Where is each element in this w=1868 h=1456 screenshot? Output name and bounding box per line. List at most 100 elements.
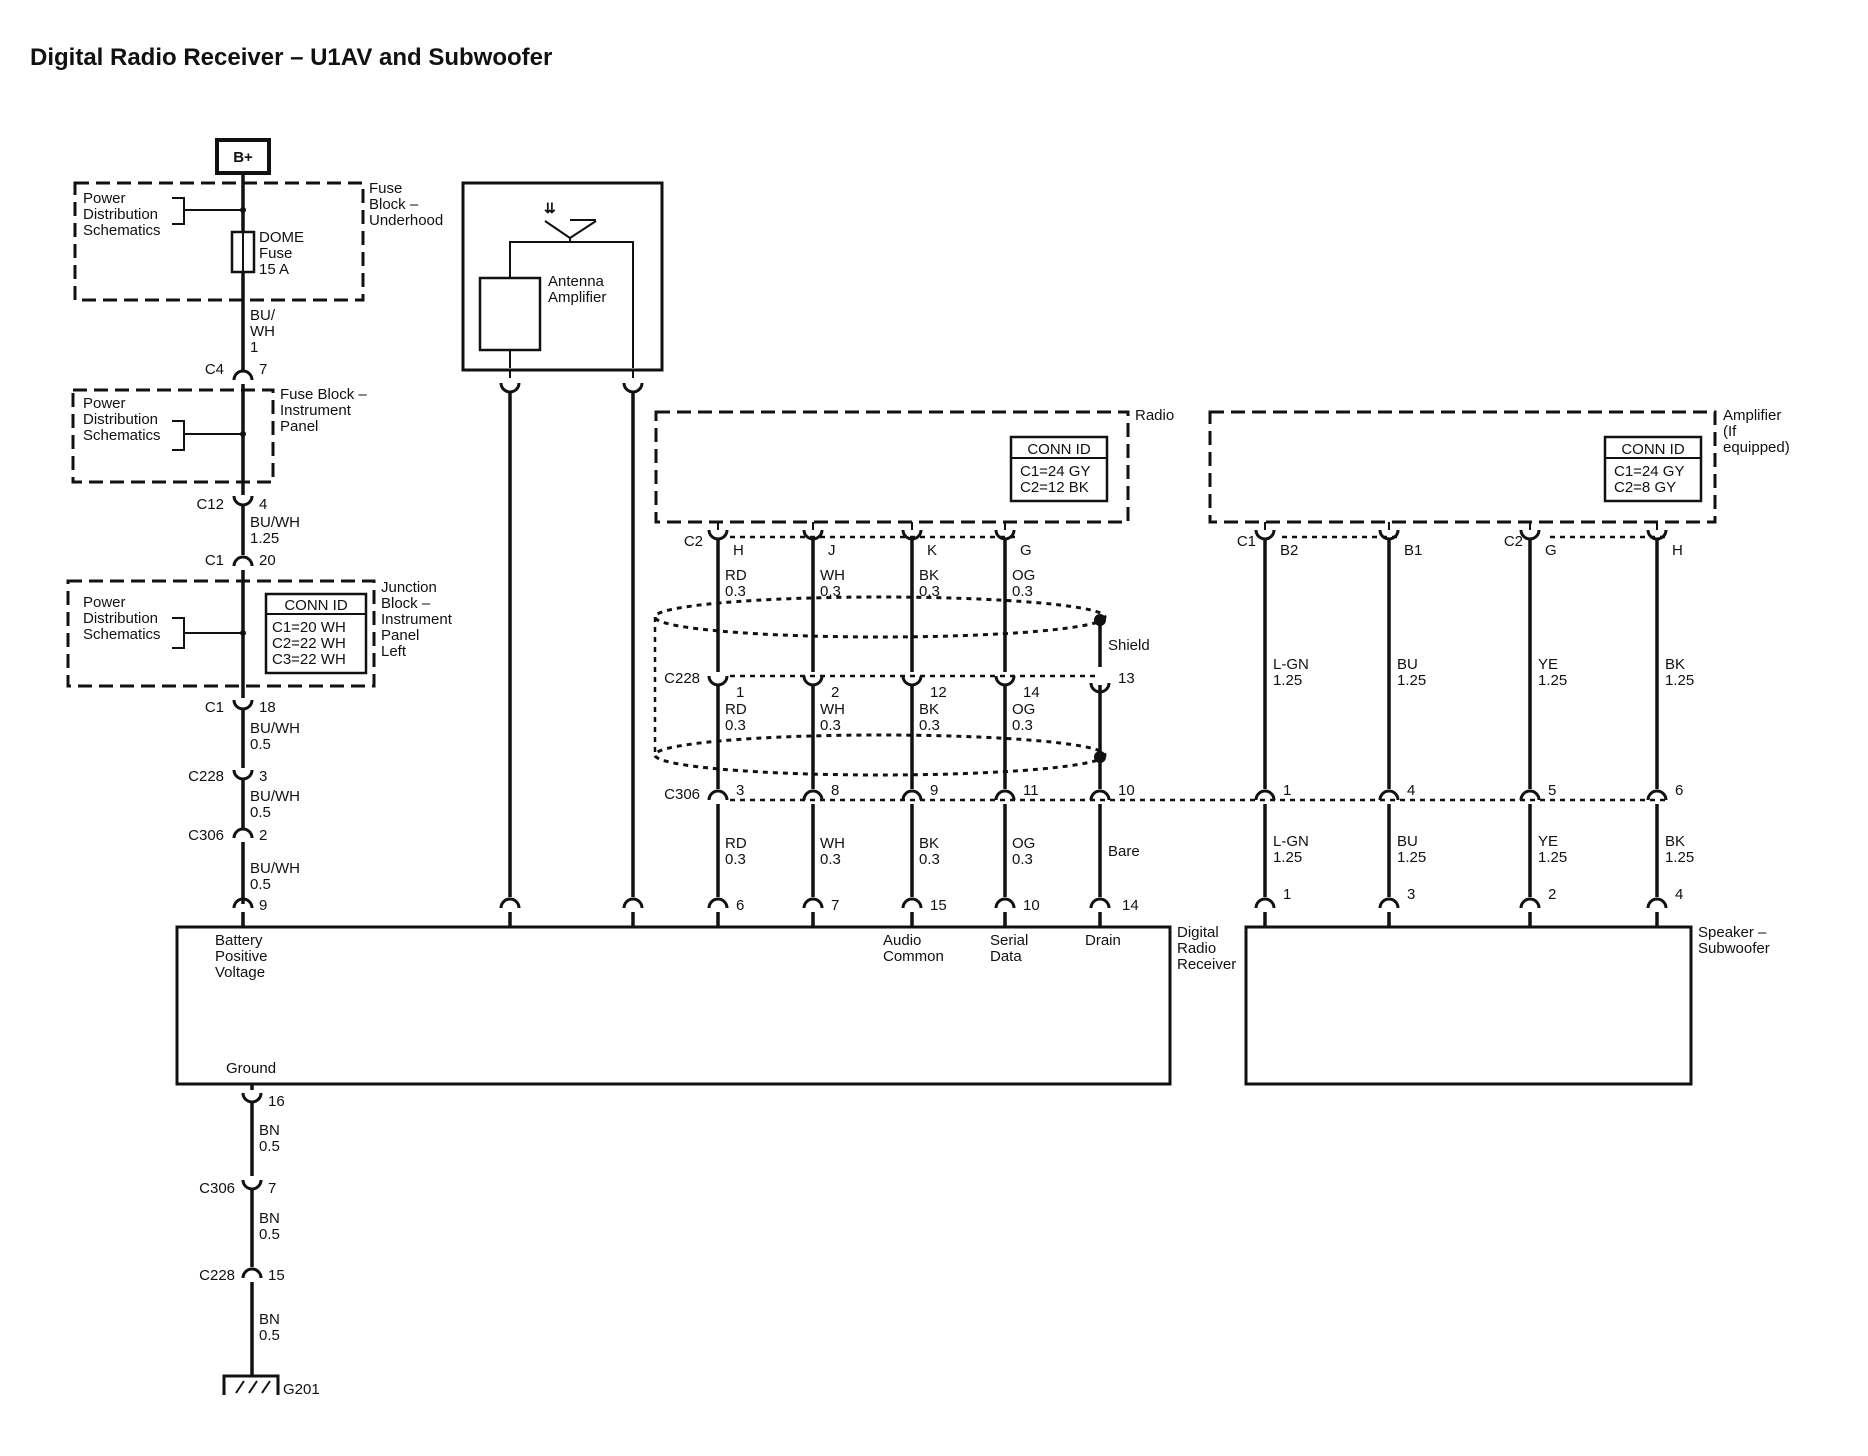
- c228-pin: 3: [259, 768, 267, 785]
- wire5-line-1: BU/WH: [250, 860, 300, 877]
- amplifier-c1-connector: C1: [1237, 533, 1256, 550]
- underhood-label-2: Block –: [369, 196, 419, 213]
- ground-label: Ground: [226, 1060, 276, 1077]
- junction-label-3: Instrument: [381, 611, 453, 628]
- amplifier-label-1: Amplifier: [1723, 407, 1781, 424]
- amplifier-label-2: (If: [1723, 423, 1737, 440]
- radio-conn-id: [1009, 435, 1109, 503]
- wire4-line-2: 0.5: [250, 804, 271, 821]
- radio-pin-top: J: [828, 542, 836, 559]
- amplifier-conn-id: [1603, 435, 1703, 503]
- drain-rx-pin: 14: [1122, 897, 1139, 914]
- drain-label: Drain: [1085, 932, 1121, 949]
- radio-pin-low: 3: [736, 782, 744, 799]
- ip-label-1: Fuse Block –: [280, 386, 367, 403]
- digital-radio-receiver: Digital Radio Receiver Battery Positive …: [175, 924, 1236, 1086]
- wire2-line-1: BU/WH: [250, 514, 300, 531]
- radio-pin-mid: 2: [831, 684, 839, 701]
- radio-pin-receiver: 15: [930, 897, 947, 914]
- amplifier-wires: B2L-GN1.251L-GN1.251B1BU1.254BU1.253GYE1…: [1254, 522, 1694, 927]
- battery-voltage-line-1: Battery: [215, 932, 263, 949]
- c306-connector: C306: [188, 827, 224, 844]
- junction-conn-id-3: C3=22 WH: [272, 651, 346, 668]
- radio-wire-gauge-mid: 0.3: [919, 717, 940, 734]
- wire3-line-2: 0.5: [250, 736, 271, 753]
- amplifier-pin-top: B2: [1280, 542, 1298, 559]
- c1-pin-b: 18: [259, 699, 276, 716]
- radio-wire-gauge-mid: 0.3: [1012, 717, 1033, 734]
- pds-ref-2-line-1: Power: [83, 395, 126, 412]
- shield-label: Shield: [1108, 637, 1150, 654]
- radio-wire-gauge-lower: 0.3: [1012, 851, 1033, 868]
- radio-wire-color-lower: WH: [820, 835, 845, 852]
- junction-label-1: Junction: [381, 579, 437, 596]
- junction-label-4: Panel: [381, 627, 419, 644]
- wire2-line-2: 1.25: [250, 530, 279, 547]
- pds-ref-2-line-2: Distribution: [83, 411, 158, 428]
- junction-conn-id-1: C1=20 WH: [272, 619, 346, 636]
- radio-low-connector: C306: [664, 786, 700, 803]
- amplifier-c2-connector: C2: [1504, 533, 1523, 550]
- c12-pin: 4: [259, 496, 267, 513]
- wire3-line-1: BU/WH: [250, 720, 300, 737]
- speaker-pin: 1: [1283, 886, 1291, 903]
- c1-pin-a: 20: [259, 552, 276, 569]
- radio-wire-gauge-upper: 0.3: [820, 583, 841, 600]
- fuse-label-line-1: DOME: [259, 229, 304, 246]
- amplifier-section: Amplifier (If equipped) CONN ID C1=24 GY…: [1208, 407, 1790, 927]
- amplifier-wire-color-upper: BK: [1665, 656, 1685, 673]
- radio-pin-top: H: [733, 542, 744, 559]
- radio-wire-color-upper: WH: [820, 567, 845, 584]
- receiver-label-3: Receiver: [1177, 956, 1236, 973]
- c1-connector-b: C1: [205, 699, 224, 716]
- ground-g201-label: G201: [283, 1381, 320, 1398]
- radio-wire-color-mid: WH: [820, 701, 845, 718]
- radio-wire-gauge-mid: 0.3: [725, 717, 746, 734]
- junction-conn-id-2: C2=22 WH: [272, 635, 346, 652]
- junction-label-2: Block –: [381, 595, 431, 612]
- amplifier-pin-low: 6: [1675, 782, 1683, 799]
- amplifier-wire-gauge-upper: 1.25: [1538, 672, 1567, 689]
- radio-wire-color-lower: OG: [1012, 835, 1035, 852]
- radio-wire-color-mid: BK: [919, 701, 939, 718]
- amplifier-wire-color-lower: BK: [1665, 833, 1685, 850]
- page-title: Digital Radio Receiver – U1AV and Subwoo…: [30, 44, 552, 71]
- radio-module: [654, 410, 1130, 524]
- junction-label-5: Left: [381, 643, 407, 660]
- amplifier-wire-gauge-lower: 1.25: [1273, 849, 1302, 866]
- serial-data-line-1: Serial: [990, 932, 1028, 949]
- junction-conn-id: [264, 592, 368, 675]
- fuse-label-line-2: Fuse: [259, 245, 292, 262]
- ip-label-2: Instrument: [280, 402, 352, 419]
- radio-pin-receiver: 6: [736, 897, 744, 914]
- amplifier-wire-gauge-upper: 1.25: [1665, 672, 1694, 689]
- speaker-box: [1244, 925, 1693, 1086]
- fuse-block-underhood: [73, 181, 365, 302]
- amplifier-pin-low: 1: [1283, 782, 1291, 799]
- amplifier-wire-gauge-lower: 1.25: [1665, 849, 1694, 866]
- amplifier-wire-gauge-lower: 1.25: [1397, 849, 1426, 866]
- receiver-label-2: Radio: [1177, 940, 1216, 957]
- amplifier-conn-id-1: C1=24 GY: [1614, 463, 1684, 480]
- underhood-label-3: Underhood: [369, 212, 443, 229]
- battery-voltage-line-2: Positive: [215, 948, 268, 965]
- pds-ref-1-line-3: Schematics: [83, 222, 161, 239]
- receiver-ground-pin: 16: [268, 1093, 285, 1110]
- ground-wire3-line-2: 0.5: [259, 1327, 280, 1344]
- ground-circuit: 16 BN 0.5 C306 7 BN 0.5 C228 15 BN 0.5 G…: [199, 1084, 320, 1398]
- radio-pin-top: K: [927, 542, 937, 559]
- ground-c228-connector: C228: [199, 1267, 235, 1284]
- speaker-label-1: Speaker –: [1698, 924, 1767, 941]
- radio-pin-top: G: [1020, 542, 1032, 559]
- amplifier-wire-gauge-upper: 1.25: [1273, 672, 1302, 689]
- c4-connector: C4: [205, 361, 224, 378]
- amplifier-pin-low: 5: [1548, 782, 1556, 799]
- radio-wire-color-mid: RD: [725, 701, 747, 718]
- radio-pin-receiver: 10: [1023, 897, 1040, 914]
